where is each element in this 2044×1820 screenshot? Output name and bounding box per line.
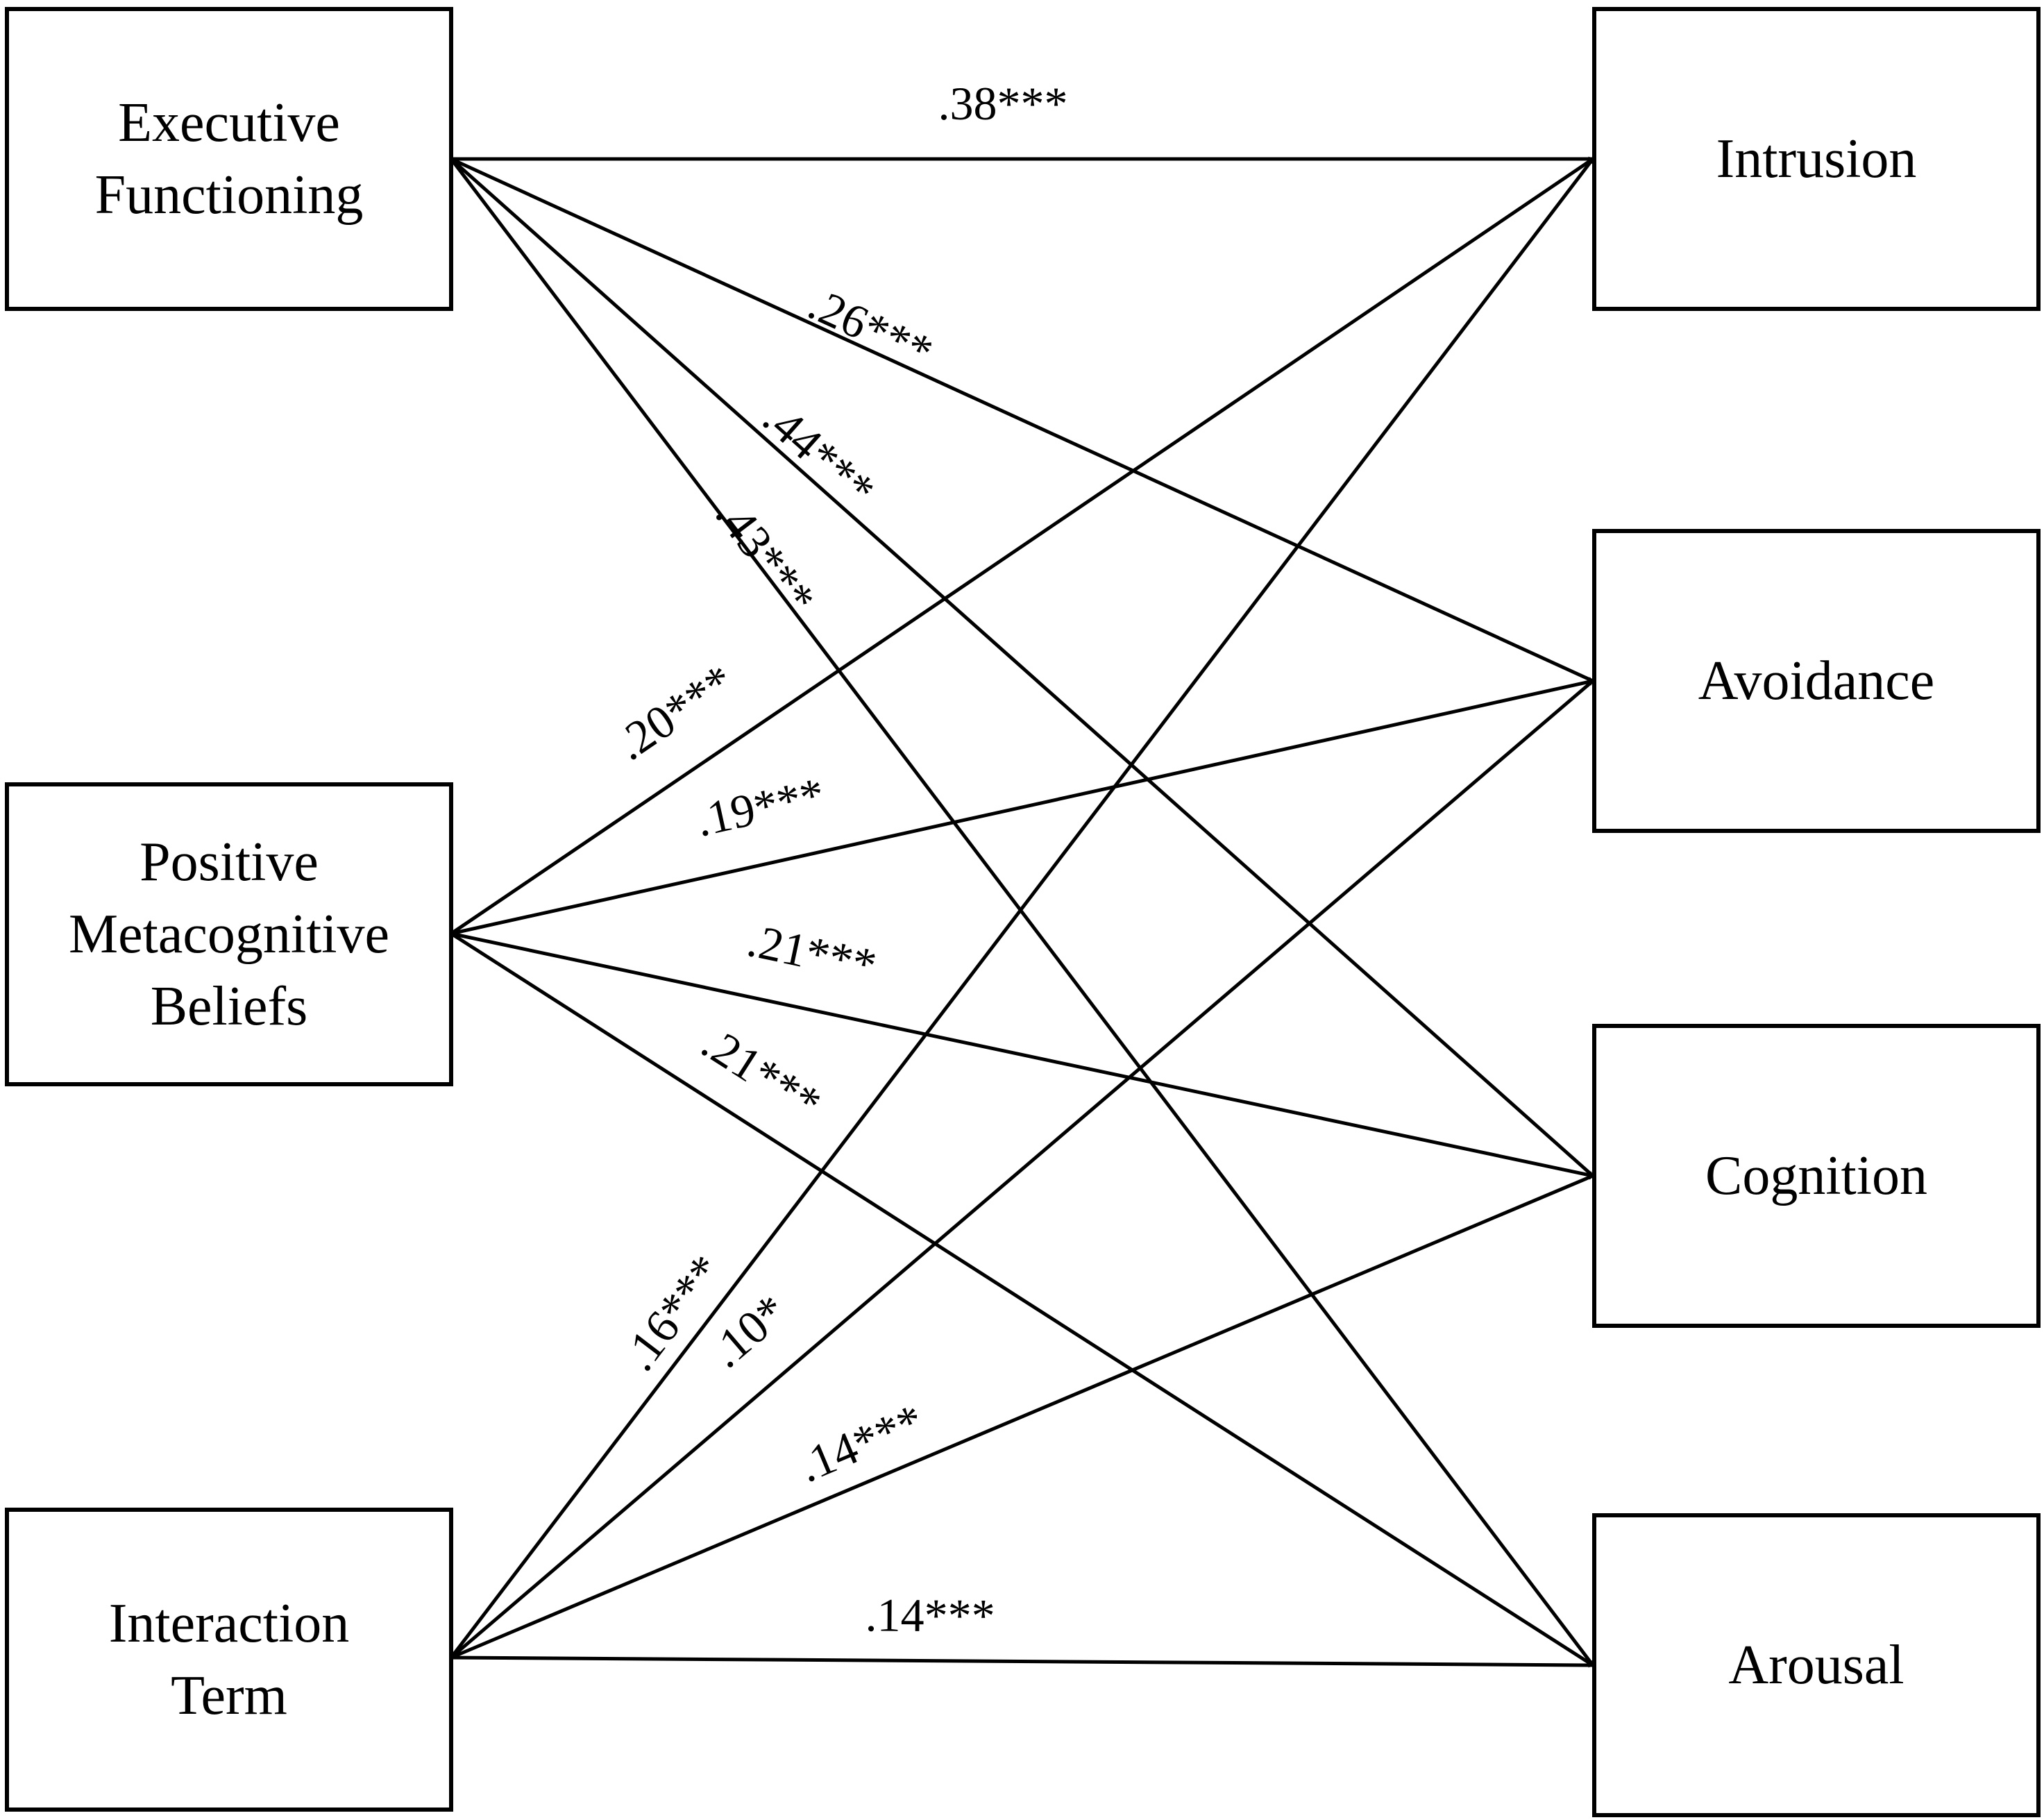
- path-pmb-to-avoidance: [450, 679, 1594, 936]
- path-it-to-arousal: [450, 1655, 1594, 1668]
- coefficient-ef-to-arousal: .43***: [706, 489, 827, 624]
- predictor-label-pmb-line-3: Beliefs: [151, 976, 308, 1037]
- predictor-label-it-line-1: Interaction: [109, 1593, 349, 1654]
- coefficient-pmb-to-avoidance: .19***: [691, 767, 829, 847]
- outcome-box-cognition: Cognition: [1592, 1024, 2041, 1328]
- path-ef-to-avoidance: [450, 157, 1594, 683]
- coefficient-ef-to-avoidance: .26***: [801, 277, 941, 379]
- predictor-label-pmb-line-1: Positive: [140, 832, 319, 893]
- path-it-to-avoidance: [450, 680, 1594, 1659]
- path-it-to-intrusion: [450, 158, 1594, 1659]
- predictor-label-it-line-2: Term: [171, 1665, 287, 1726]
- coefficient-it-to-cognition: .14***: [791, 1393, 931, 1492]
- predictor-label-ef-line-1: Executive: [118, 92, 340, 153]
- path-pmb-to-cognition: [450, 932, 1594, 1178]
- coefficient-ef-to-intrusion: .38***: [938, 77, 1068, 130]
- paths-layer: [450, 156, 1594, 1668]
- path-pmb-to-arousal: [450, 932, 1594, 1667]
- path-ef-to-arousal: [450, 158, 1594, 1667]
- outcome-box-arousal: Arousal: [1592, 1513, 2041, 1817]
- coefficient-pmb-to-arousal: .21***: [693, 1016, 830, 1130]
- coefficient-ef-to-cognition: .44***: [753, 391, 885, 516]
- coefficient-pmb-to-cognition: .21***: [743, 913, 881, 992]
- path-it-to-cognition: [450, 1174, 1594, 1660]
- path-pmb-to-intrusion: [450, 157, 1594, 936]
- predictor-label-pmb-line-2: Metacognitive: [69, 904, 389, 965]
- outcome-box-intrusion: Intrusion: [1592, 7, 2041, 311]
- path-ef-to-cognition: [450, 158, 1594, 1177]
- coefficient-labels: .38*** .26*** .44***.43*** .20***.19*** .21*…: [606, 77, 1067, 1642]
- predictor-label-ef-line-2: Functioning: [95, 165, 364, 226]
- boxes-layer: ExecutiveFunctioningPositiveMetacognitiv…: [5, 7, 2041, 1817]
- outcome-box-avoidance: Avoidance: [1592, 529, 2041, 833]
- coefficient-it-to-arousal: .14***: [865, 1588, 995, 1642]
- coefficient-pmb-to-intrusion: .20***: [606, 654, 743, 770]
- outcome-label-avoidance-line-1: Avoidance: [1698, 650, 1935, 711]
- outcome-label-cognition-line-1: Cognition: [1705, 1145, 1927, 1206]
- outcome-label-intrusion-line-1: Intrusion: [1716, 128, 1917, 189]
- outcome-label-arousal-line-1: Arousal: [1728, 1635, 1904, 1696]
